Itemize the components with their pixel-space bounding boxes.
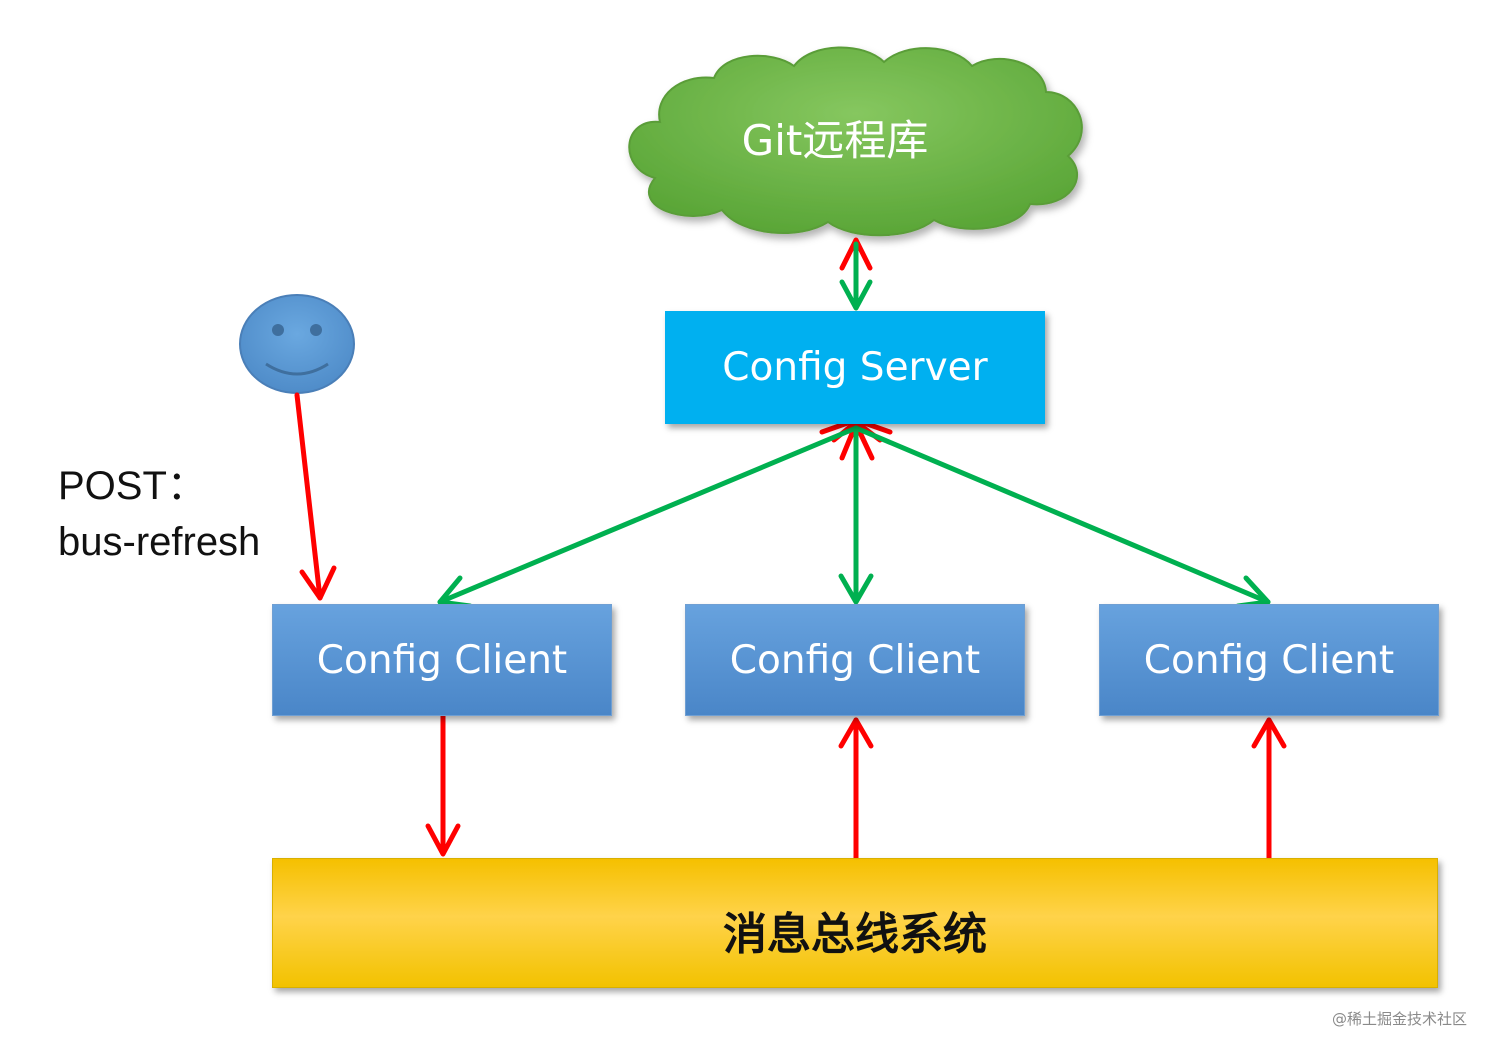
message-bus-box: 消息总线系统 xyxy=(272,858,1438,988)
post-request-label: POST： bus-refresh xyxy=(58,458,260,570)
message-bus-label: 消息总线系统 xyxy=(723,909,987,960)
config-client-label-2: Config Client xyxy=(729,637,981,683)
config-client-box-2: Config Client xyxy=(685,604,1025,716)
config-client-box-1: Config Client xyxy=(272,604,612,716)
config-client-label-3: Config Client xyxy=(1143,637,1395,683)
post-method: POST： xyxy=(58,464,207,508)
cloud-icon xyxy=(628,46,1083,237)
config-client-label-1: Config Client xyxy=(316,637,568,683)
watermark: @稀土掘金技术社区 xyxy=(1331,1010,1467,1028)
post-endpoint: bus-refresh xyxy=(58,520,261,564)
config-client-box-3: Config Client xyxy=(1099,604,1439,716)
config-server-box: Config Server xyxy=(665,311,1045,424)
green-arrows xyxy=(437,241,1271,609)
git-repo-label: Git远程库 xyxy=(741,115,929,165)
config-server-label: Config Server xyxy=(722,345,988,390)
smiley-face-icon xyxy=(239,294,355,394)
